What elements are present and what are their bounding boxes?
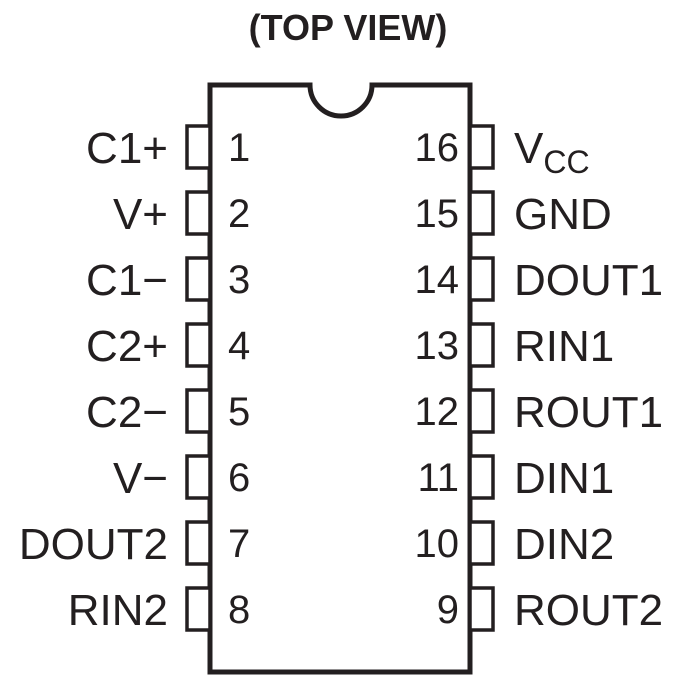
pin-lead: [468, 586, 495, 632]
pin-number: 11: [417, 456, 459, 500]
pin-name: DIN2: [514, 520, 614, 569]
pin-name: C1−: [86, 256, 168, 305]
pin-number: 7: [228, 522, 250, 566]
pin-name: VCC: [514, 124, 590, 180]
pin-name-text: GND: [514, 190, 612, 239]
pin-lead: [185, 388, 212, 434]
left-pin-3: 3 C1−: [86, 256, 250, 305]
pin-number: 9: [437, 588, 459, 632]
pin-name-text: V: [514, 124, 544, 173]
pin-name-subscript: CC: [543, 144, 589, 180]
pin-name: GND: [514, 190, 612, 239]
pin-number: 14: [415, 258, 460, 302]
pin-lead: [468, 454, 495, 500]
right-pin-11: 11 DIN1: [417, 454, 614, 503]
pin-number: 15: [415, 192, 460, 236]
pin-name: C2+: [86, 322, 168, 371]
pin-lead: [468, 124, 495, 170]
pin-lead: [185, 256, 212, 302]
pin-name-text: ROUT1: [514, 388, 663, 437]
pin-name: DOUT2: [19, 520, 168, 569]
pin-lead: [468, 256, 495, 302]
pin-name-text: DIN1: [514, 454, 614, 503]
pin-number: 12: [415, 390, 460, 434]
pin-number: 3: [228, 258, 250, 302]
pin-name-text: DOUT1: [514, 256, 663, 305]
pin-name: RIN2: [68, 586, 168, 635]
pin-lead: [185, 586, 212, 632]
pin-name-text: ROUT2: [514, 586, 663, 635]
right-pin-15: 15 GND: [415, 190, 612, 239]
pin-lead: [468, 520, 495, 566]
pin-name: V+: [113, 190, 168, 239]
right-pin-13: 13 RIN1: [415, 322, 615, 371]
pin-name: RIN1: [514, 322, 614, 371]
pin-number: 2: [228, 192, 250, 236]
pin-name: C2−: [86, 388, 168, 437]
right-pin-10: 10 DIN2: [415, 520, 615, 569]
left-pin-4: 4 C2+: [86, 322, 250, 371]
pin-number: 6: [228, 456, 250, 500]
right-pin-12: 12 ROUT1: [415, 388, 664, 437]
left-pin-2: 2 V+: [113, 190, 250, 239]
right-pin-9: 9 ROUT2: [437, 586, 663, 635]
right-pin-group: 16 VCC 15 GND 14 DOUT1 13 RIN1 12 ROUT1 11 DIN1 10 DI…: [415, 124, 664, 635]
pin-lead: [468, 322, 495, 368]
pin-name: V−: [113, 454, 168, 503]
left-pin-7: 7 DOUT2: [19, 520, 250, 569]
pin-lead: [468, 190, 495, 236]
pin-name-text: DIN2: [514, 520, 614, 569]
pin-lead: [185, 454, 212, 500]
pin-name: DIN1: [514, 454, 614, 503]
pin-number: 4: [228, 324, 250, 368]
right-pin-16: 16 VCC: [415, 124, 590, 180]
left-pin-6: 6 V−: [113, 454, 250, 503]
pin-name-text: RIN1: [514, 322, 614, 371]
pin-number: 1: [228, 126, 250, 170]
left-pin-group: 1 C1+ 2 V+ 3 C1− 4 C2+ 5 C2− 6 V− 7 DOUT2 8 RIN2: [19, 124, 250, 635]
pin-lead: [185, 124, 212, 170]
pin-name: ROUT2: [514, 586, 663, 635]
ic-package-body: [207, 82, 473, 675]
pin-lead: [185, 520, 212, 566]
pin-number: 16: [415, 126, 460, 170]
pin-name: DOUT1: [514, 256, 663, 305]
pin-lead: [468, 388, 495, 434]
diagram-title: (TOP VIEW): [249, 7, 448, 48]
right-pin-14: 14 DOUT1: [415, 256, 664, 305]
pin-lead: [185, 190, 212, 236]
left-pin-1: 1 C1+: [86, 124, 250, 173]
pin-number: 10: [415, 522, 460, 566]
left-pin-8: 8 RIN2: [68, 586, 251, 635]
pin-name: ROUT1: [514, 388, 663, 437]
pin-name: C1+: [86, 124, 168, 173]
pin-number: 5: [228, 390, 250, 434]
pin-number: 13: [415, 324, 460, 368]
pin-number: 8: [228, 588, 250, 632]
left-pin-5: 5 C2−: [86, 388, 250, 437]
pin-lead: [185, 322, 212, 368]
